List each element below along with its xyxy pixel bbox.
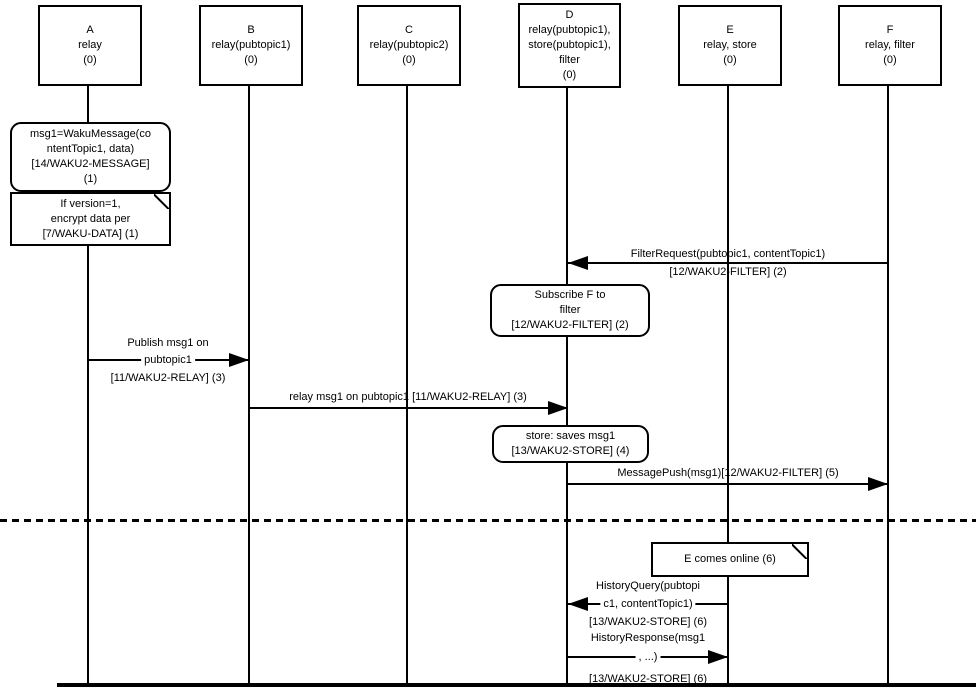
lifeline-e: [727, 82, 729, 687]
arrowhead-history-response: [708, 650, 728, 664]
arrow-filter-request: [568, 262, 888, 264]
actor-d-label: D relay(pubtopic1), store(pubtopic1), fi…: [528, 9, 611, 81]
arrowhead-history-query: [568, 597, 588, 611]
label-history-response-proto: [13/WAKU2-STORE] (6): [589, 673, 707, 685]
action-subscribe-filter-text: Subscribe F to filter [12/WAKU2-FILTER] …: [511, 289, 629, 331]
arrowhead-message-push: [868, 477, 888, 491]
note-e-comes-online-text: E comes online (6): [684, 553, 776, 565]
label-message-push: MessagePush(msg1)[12/WAKU2-FILTER] (5): [617, 467, 839, 479]
actor-f: F relay, filter (0): [838, 5, 942, 86]
note-waku-message-text: msg1=WakuMessage(co ntentTopic1, data) […: [30, 128, 151, 185]
note-encrypt-data: If version=1, encrypt data per [7/WAKU-D…: [10, 192, 171, 246]
label-filter-request-proto: [12/WAKU2-FILTER] (2): [669, 266, 787, 278]
label-publish-proto: [11/WAKU2-RELAY] (3): [110, 372, 226, 384]
bottom-border-bar: [57, 683, 976, 687]
actor-c-label: C relay(pubtopic2) (0): [369, 24, 449, 66]
arrow-relay: [249, 407, 568, 409]
label-relay: relay msg1 on pubtopic1 [11/WAKU2-RELAY]…: [289, 391, 527, 403]
actor-a: A relay (0): [38, 5, 142, 86]
actor-f-label: F relay, filter (0): [865, 24, 915, 66]
label-history-response-2: , ...): [635, 650, 661, 664]
label-filter-request: FilterRequest(pubtopic1, contentTopic1): [630, 248, 826, 260]
arrowhead-filter-request: [568, 256, 588, 270]
label-history-response-1: HistoryResponse(msg1: [590, 632, 706, 644]
note-waku-message: msg1=WakuMessage(co ntentTopic1, data) […: [10, 122, 171, 192]
arrow-message-push: [568, 483, 888, 485]
actor-e-label: E relay, store (0): [703, 24, 757, 66]
note-fold-icon: [792, 543, 808, 559]
note-encrypt-data-text: If version=1, encrypt data per [7/WAKU-D…: [42, 197, 139, 240]
note-fold-icon: [154, 193, 170, 209]
label-history-query-2: c1, contentTopic1): [600, 597, 696, 611]
label-publish-1: Publish msg1 on: [127, 337, 209, 349]
actor-c: C relay(pubtopic2) (0): [357, 5, 461, 86]
arrowhead-relay: [548, 401, 568, 415]
offline-separator: [0, 519, 976, 522]
action-store-saves-text: store: saves msg1 [13/WAKU2-STORE] (4): [511, 430, 630, 457]
lifeline-c: [406, 82, 408, 687]
note-e-comes-online: E comes online (6): [651, 542, 809, 577]
action-subscribe-filter: Subscribe F to filter [12/WAKU2-FILTER] …: [490, 284, 650, 337]
actor-a-label: A relay (0): [78, 24, 102, 66]
lifeline-b: [248, 82, 250, 687]
lifeline-d: [566, 84, 568, 687]
label-publish-2: pubtopic1: [141, 353, 195, 367]
action-store-saves: store: saves msg1 [13/WAKU2-STORE] (4): [492, 425, 649, 463]
actor-b: B relay(pubtopic1) (0): [199, 5, 303, 86]
actor-d: D relay(pubtopic1), store(pubtopic1), fi…: [518, 3, 621, 88]
label-history-query-1: HistoryQuery(pubtopi: [596, 580, 700, 592]
lifeline-f: [887, 82, 889, 687]
arrowhead-publish: [229, 353, 249, 367]
label-history-query-proto: [13/WAKU2-STORE] (6): [589, 616, 707, 628]
lifeline-a: [87, 82, 89, 687]
actor-b-label: B relay(pubtopic1) (0): [211, 24, 291, 66]
actor-e: E relay, store (0): [678, 5, 782, 86]
